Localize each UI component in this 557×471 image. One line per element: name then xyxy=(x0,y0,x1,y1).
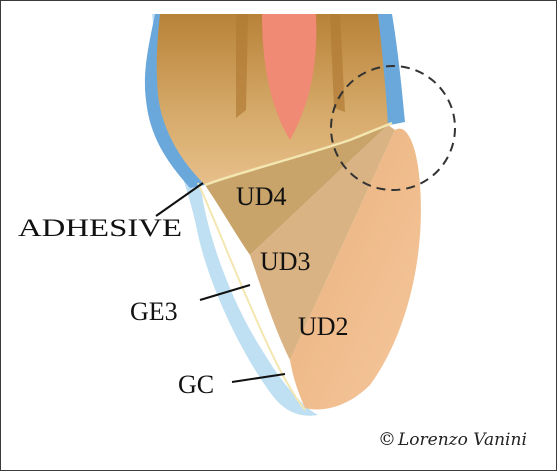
credit-text: Lorenzo Vanini xyxy=(397,430,527,450)
label-ge3: GE3 xyxy=(130,297,178,326)
label-ud2: UD2 xyxy=(298,312,349,341)
copyright-symbol: © xyxy=(378,429,396,450)
label-gc: GC xyxy=(178,370,214,399)
label-adhesive: ADHESIVE xyxy=(18,215,182,242)
label-ud4: UD4 xyxy=(236,182,287,211)
label-ud3: UD3 xyxy=(260,247,311,276)
